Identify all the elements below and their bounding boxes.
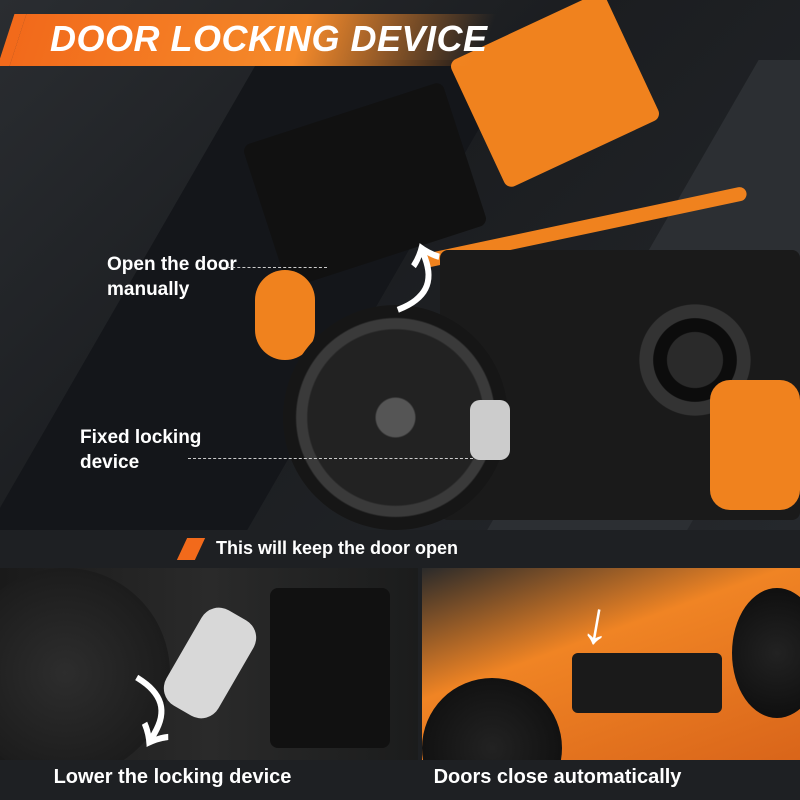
leader-line — [222, 267, 327, 268]
panel-lower-device: ⤵ — [0, 568, 418, 760]
hero-photo: ⤴ — [0, 0, 800, 530]
arrow-down-icon: ↓ — [576, 586, 618, 659]
rear-wheel — [732, 588, 800, 718]
leader-line — [188, 458, 473, 459]
mid-bar — [0, 530, 800, 568]
panel-doors-close: ↓ — [422, 568, 800, 760]
label-fixed-lock: Fixed locking device — [80, 427, 202, 473]
front-wheel — [422, 678, 562, 760]
car-side — [572, 653, 722, 713]
locking-device — [470, 400, 510, 460]
wheel-arch — [255, 270, 315, 360]
car-fender — [710, 380, 800, 510]
page-title: DOOR LOCKING DEVICE — [50, 18, 488, 59]
caption-doors-close: Doors close automatically — [433, 766, 682, 788]
mid-caption: This will keep the door open — [216, 538, 459, 558]
caption-lower-device: Lower the locking device — [53, 766, 292, 788]
car-frame — [270, 588, 390, 748]
label-open-door: Open the door manually — [107, 254, 237, 300]
